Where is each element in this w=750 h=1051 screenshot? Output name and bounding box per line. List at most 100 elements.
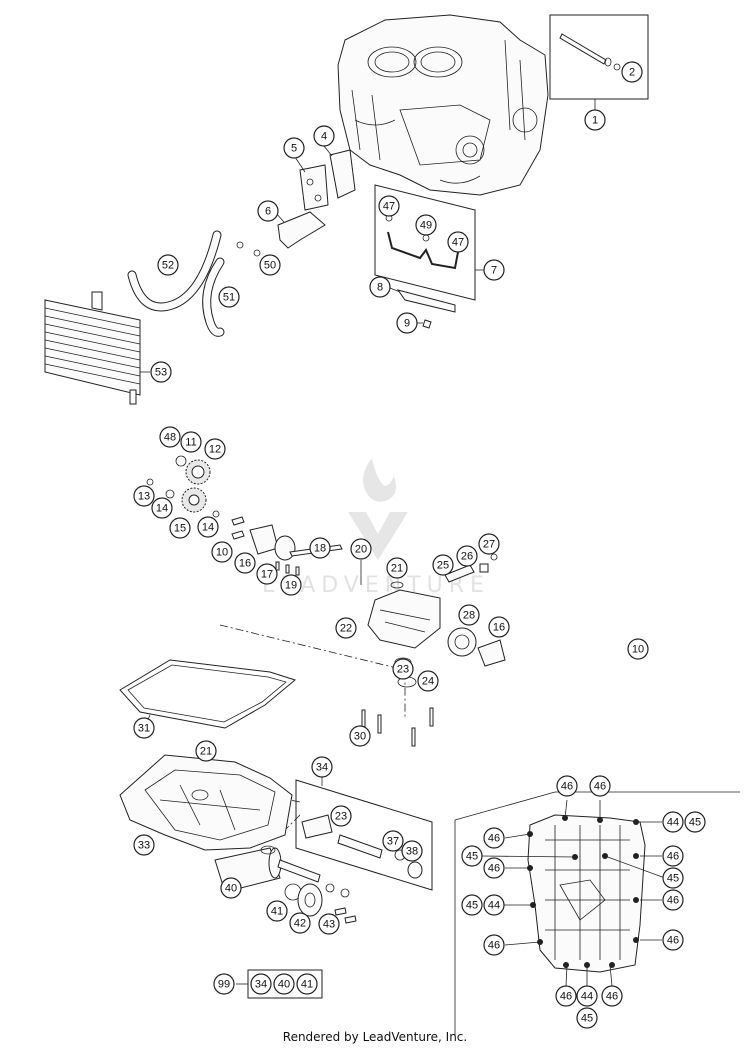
callout-33[interactable]: 33 [133,834,155,856]
callout-40[interactable]: 40 [220,877,242,899]
callout-label: 47 [383,201,395,213]
oil-pan-detail-view [454,791,740,1035]
callout-34[interactable]: 34 [250,973,272,995]
callout-label: 34 [255,979,267,991]
callout-51[interactable]: 51 [218,286,240,308]
callout-label: 21 [200,746,212,758]
callout-label: 40 [278,979,290,991]
callout-46[interactable]: 46 [483,827,505,849]
callout-53[interactable]: 53 [150,361,172,383]
callout-46[interactable]: 46 [662,929,684,951]
oil-hose-upper-inner [128,231,221,311]
callout-45[interactable]: 45 [662,867,684,889]
callout-46[interactable]: 46 [556,775,578,797]
callout-34[interactable]: 34 [311,756,333,778]
callout-41[interactable]: 41 [266,900,288,922]
callout-2[interactable]: 2 [621,61,643,83]
callout-19[interactable]: 19 [280,574,302,596]
callout-1[interactable]: 1 [584,109,606,131]
callout-44[interactable]: 44 [483,894,505,916]
callout-28[interactable]: 28 [458,604,480,626]
callout-label: 7 [491,265,497,277]
callout-44[interactable]: 44 [662,811,684,833]
callout-48[interactable]: 48 [159,426,181,448]
callout-38[interactable]: 38 [401,840,423,862]
callout-label: 50 [264,260,276,272]
callout-47[interactable]: 47 [447,231,469,253]
callout-9[interactable]: 9 [396,312,418,334]
assembly-line-1 [219,624,406,718]
callout-4[interactable]: 4 [313,125,335,147]
callout-45[interactable]: 45 [461,845,483,867]
callout-14[interactable]: 14 [197,516,219,538]
callout-25[interactable]: 25 [432,554,454,576]
callout-40[interactable]: 40 [273,973,295,995]
callout-23[interactable]: 23 [330,805,352,827]
kit-box [236,969,323,999]
callout-label: 45 [667,873,679,885]
callout-21[interactable]: 21 [195,740,217,762]
callout-45[interactable]: 45 [461,894,483,916]
callout-22[interactable]: 22 [335,617,357,639]
callout-15[interactable]: 15 [169,517,191,539]
callout-45[interactable]: 45 [684,811,706,833]
callout-label: 99 [218,979,230,991]
callout-49[interactable]: 49 [415,214,437,236]
callout-44[interactable]: 44 [576,985,598,1007]
callout-18[interactable]: 18 [309,537,331,559]
callout-label: 30 [354,731,366,743]
callout-label: 10 [632,644,644,656]
callout-label: 46 [606,991,618,1003]
callout-17[interactable]: 17 [256,563,278,585]
callout-10[interactable]: 10 [211,541,233,563]
callout-7[interactable]: 7 [483,259,505,281]
filter-cover [297,883,323,917]
callout-label: 8 [377,282,383,294]
callout-45[interactable]: 45 [576,1007,598,1029]
callout-5[interactable]: 5 [283,137,305,159]
callout-99[interactable]: 99 [213,973,235,995]
callout-43[interactable]: 43 [318,913,340,935]
callout-13[interactable]: 13 [133,485,155,507]
callout-label: 46 [561,781,573,793]
callout-label: 18 [314,543,326,555]
callout-46[interactable]: 46 [483,857,505,879]
callout-8[interactable]: 8 [369,276,391,298]
callout-21[interactable]: 21 [386,557,408,579]
callout-16[interactable]: 16 [234,552,256,574]
callout-12[interactable]: 12 [204,438,226,460]
callout-label: 46 [488,940,500,952]
callout-46[interactable]: 46 [662,845,684,867]
callout-27[interactable]: 27 [478,533,500,555]
callout-46[interactable]: 46 [601,985,623,1007]
callout-30[interactable]: 30 [349,725,371,747]
callout-label: 45 [466,851,478,863]
callout-47[interactable]: 47 [378,195,400,217]
callout-41[interactable]: 41 [296,973,318,995]
callout-label: 4 [321,131,327,143]
flange [299,164,329,211]
callout-16[interactable]: 16 [488,616,510,638]
callout-6[interactable]: 6 [257,200,279,222]
callout-label: 44 [488,900,500,912]
callout-46[interactable]: 46 [483,934,505,956]
callout-label: 46 [667,851,679,863]
callout-23[interactable]: 23 [392,658,414,680]
callout-46[interactable]: 46 [589,775,611,797]
callout-26[interactable]: 26 [456,545,478,567]
callout-14[interactable]: 14 [151,497,173,519]
callout-label: 19 [285,580,297,592]
callout-52[interactable]: 52 [157,254,179,276]
callout-31[interactable]: 31 [133,717,155,739]
callout-11[interactable]: 11 [180,431,202,453]
callout-10[interactable]: 10 [627,638,649,660]
callout-37[interactable]: 37 [382,830,404,852]
callout-label: 46 [667,935,679,947]
callout-42[interactable]: 42 [289,912,311,934]
callout-20[interactable]: 20 [350,538,372,560]
callout-label: 17 [261,569,273,581]
callout-46[interactable]: 46 [555,985,577,1007]
callout-24[interactable]: 24 [417,670,439,692]
callout-46[interactable]: 46 [662,889,684,911]
callout-50[interactable]: 50 [259,254,281,276]
